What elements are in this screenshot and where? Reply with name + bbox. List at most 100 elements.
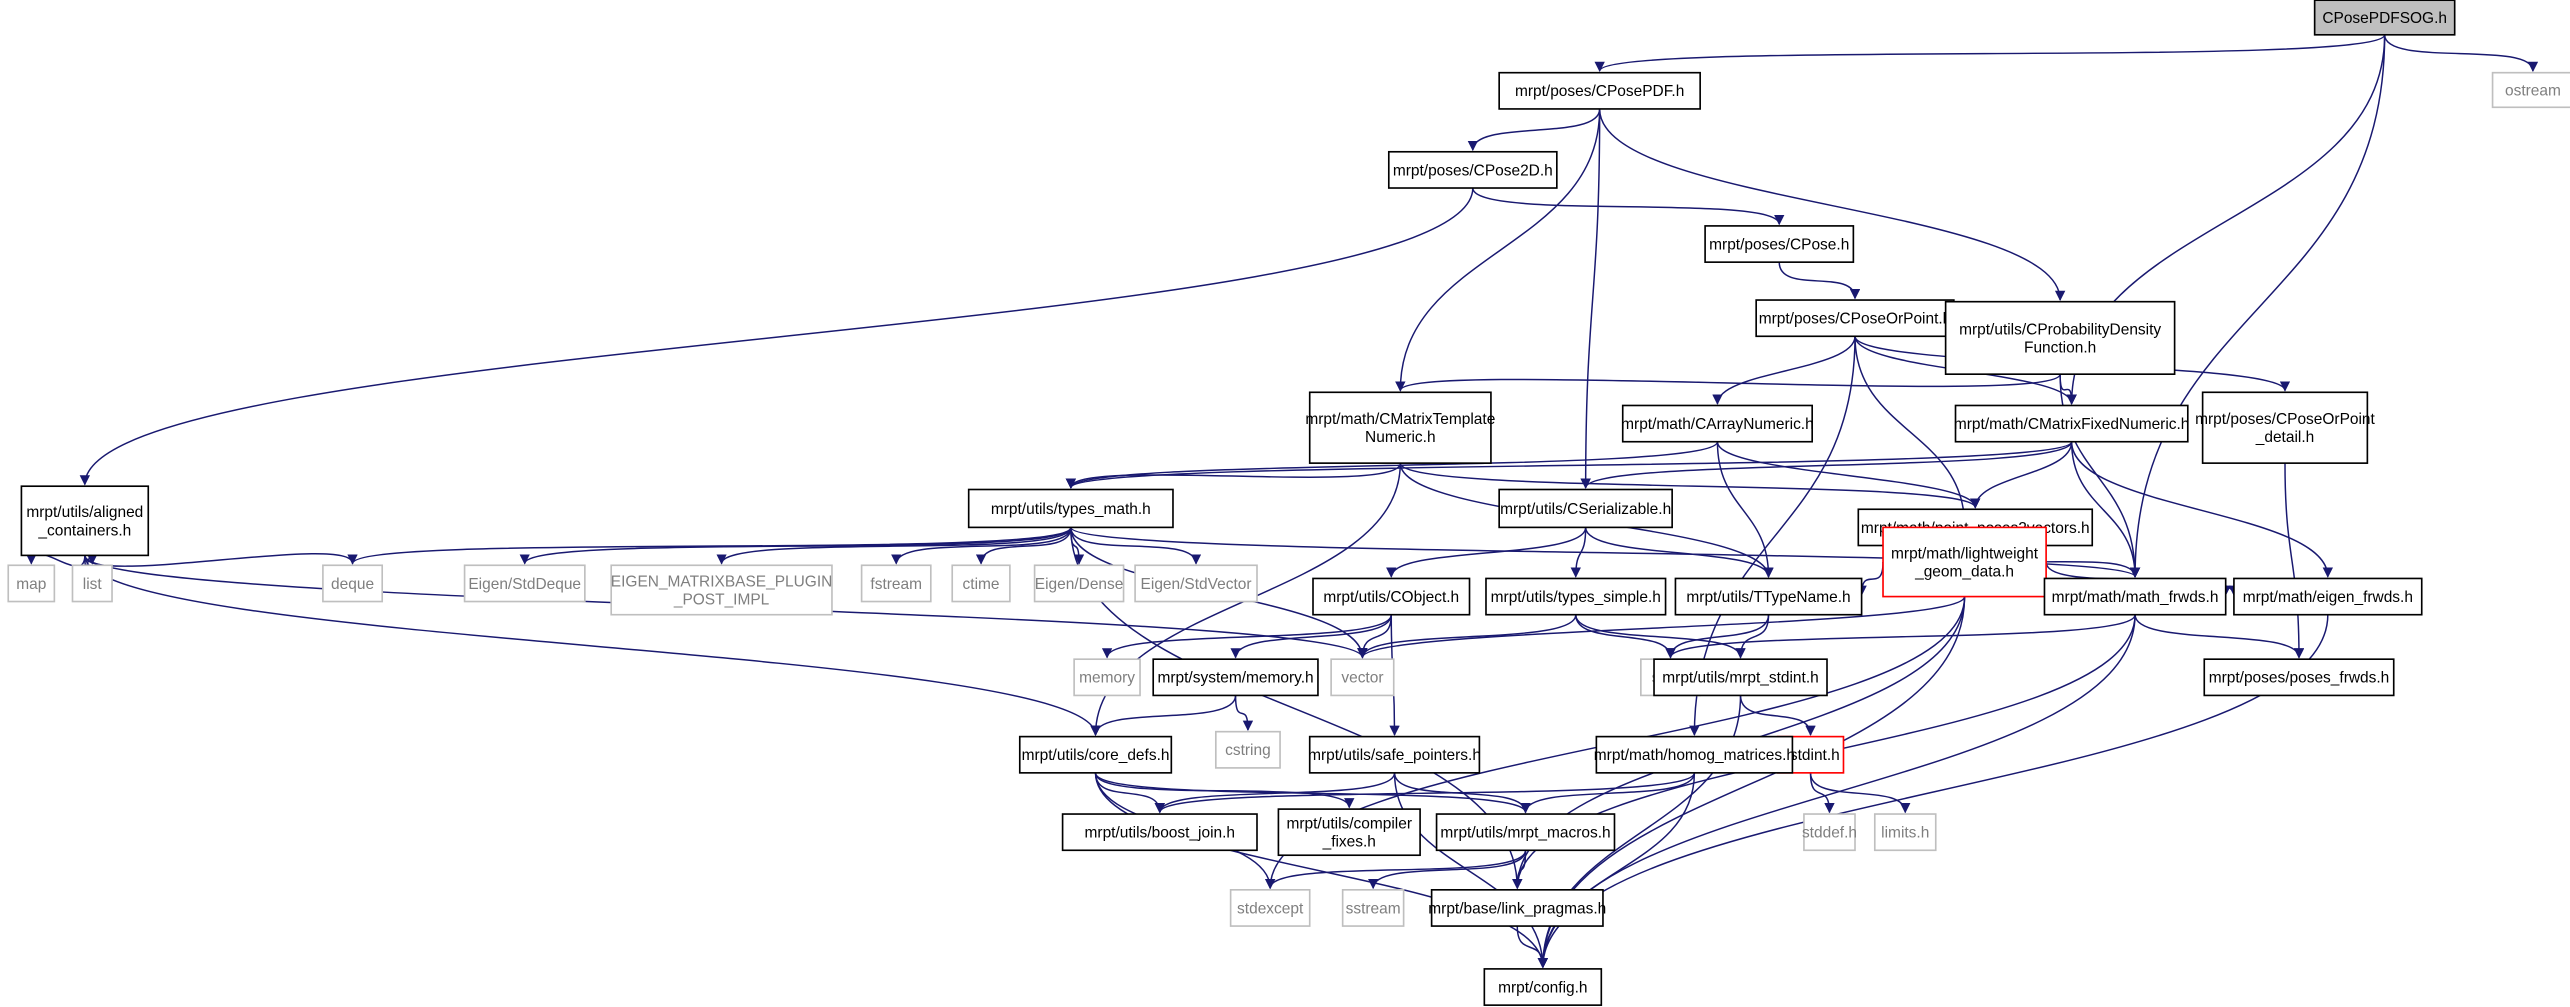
node-box	[322, 564, 384, 603]
node-CObject[interactable]: mrpt/utils/CObject.h	[1312, 577, 1471, 616]
edge-CSerializable-to-types_simple	[1570, 527, 1587, 578]
node-label: Function.h	[2024, 339, 2096, 356]
node-layer: CPosePDFSOG.h ostream mrpt/poses/CPosePDF.…	[7, 0, 2570, 1006]
node-sysmemory[interactable]: mrpt/system/memory.h	[1152, 658, 1319, 697]
node-ostream: ostream	[2491, 71, 2570, 109]
node-label: _containers.h	[37, 522, 131, 539]
node-box	[1498, 488, 1673, 529]
node-label: mrpt/math/CArrayNumeric.h	[1621, 416, 1814, 433]
node-box	[1018, 735, 1173, 774]
edge-root-to-math_frwds	[2129, 34, 2386, 578]
edge-CPose2D-to-aligned	[79, 188, 1474, 486]
node-mrpt_stdint[interactable]: mrpt/utils/mrpt_stdint.h	[1653, 658, 1828, 697]
edge-CSerializable-to-CObject	[1386, 527, 1587, 578]
node-box	[1214, 730, 1281, 769]
node-box	[1755, 299, 1955, 338]
edge-types_math-to-EPLUGIN	[716, 527, 1072, 565]
node-box	[1485, 577, 1667, 616]
node-box	[2233, 577, 2423, 616]
edge-CMatFN-to-CSerializable	[1580, 441, 2073, 489]
node-label: mrpt/utils/core_defs.h	[1022, 747, 1170, 764]
edge-mrpt_macros-to-stdexcept	[1265, 850, 1527, 890]
node-label: stdexcept	[1237, 900, 1304, 917]
node-CMatFN[interactable]: mrpt/math/CMatrixFixedNumeric.h	[1954, 404, 2190, 443]
edge-safe_pointers-to-config	[1393, 772, 1548, 969]
node-label: mrpt/utils/aligned	[26, 504, 143, 521]
node-box	[951, 564, 1011, 603]
node-label: mrpt/utils/TTypeName.h	[1686, 589, 1850, 606]
node-CPose[interactable]: mrpt/poses/CPose.h	[1704, 225, 1855, 263]
edge-lwgeom-to-TTypeName	[1856, 561, 1884, 596]
node-box	[1621, 404, 1814, 443]
edge-pstdint-to-stddef	[1809, 772, 1835, 814]
node-CArrayNumeric[interactable]: mrpt/math/CArrayNumeric.h	[1621, 404, 1814, 443]
edge-aligned-to-map	[26, 553, 86, 567]
node-box	[1498, 71, 1701, 110]
node-label: _POST_IMPL	[673, 591, 770, 608]
node-box	[20, 485, 150, 557]
node-label: cstring	[1225, 742, 1271, 759]
node-aligned[interactable]: mrpt/utils/aligned_containers.h	[20, 485, 150, 557]
edge-CPoseOrPoint-to-lwgeom	[1854, 336, 1970, 527]
edge-CPosePDF-to-CSerializable	[1580, 108, 1601, 489]
node-CPosePDF[interactable]: mrpt/poses/CPosePDF.h	[1498, 71, 1701, 110]
edge-CPose2D-to-CPose	[1472, 187, 1785, 226]
node-box	[1033, 564, 1125, 603]
node-box	[967, 488, 1174, 529]
node-CSerializable[interactable]: mrpt/utils/CSerializable.h	[1498, 488, 1673, 529]
node-box	[1803, 813, 1856, 852]
node-root[interactable]: CPosePDFSOG.h	[2313, 0, 2456, 36]
node-eigen_frwds[interactable]: mrpt/math/eigen_frwds.h	[2233, 577, 2423, 616]
edge-aligned-to-core_defs	[84, 555, 1101, 737]
node-TTypeName[interactable]: mrpt/utils/TTypeName.h	[1674, 577, 1863, 616]
node-label: mrpt/utils/compiler	[1286, 816, 1412, 833]
node-box	[1229, 889, 1311, 927]
node-safe_pointers[interactable]: mrpt/utils/safe_pointers.h	[1308, 735, 1481, 774]
node-label: mrpt/math/CMatrixTemplate	[1305, 411, 1495, 428]
node-label: mrpt/poses/CPose2D.h	[1393, 162, 1553, 179]
node-config[interactable]: mrpt/config.h	[1483, 968, 1603, 1006]
node-compiler_fixes[interactable]: mrpt/utils/compiler_fixes.h	[1277, 808, 1421, 857]
node-label: mrpt/config.h	[1498, 979, 1587, 996]
node-label: mrpt/poses/CPosePDF.h	[1515, 83, 1684, 100]
edge-types_math-to-ctime	[975, 527, 1072, 565]
edge-CMatTN-to-pp2v	[1399, 462, 1981, 509]
node-poses_frwds[interactable]: mrpt/poses/poses_frwds.h	[2203, 658, 2395, 697]
node-types_math[interactable]: mrpt/utils/types_math.h	[967, 488, 1174, 529]
node-label: _fixes.h	[1322, 834, 1376, 851]
node-label: mrpt/utils/CSerializable.h	[1500, 501, 1671, 518]
node-box	[1435, 813, 1616, 852]
node-box	[1073, 658, 1141, 697]
node-box	[1308, 735, 1481, 774]
node-lwgeom[interactable]: mrpt/math/lightweight_geom_data.h	[1882, 526, 2047, 598]
node-label: deque	[331, 576, 374, 593]
edge-math_frwds-to-poses_frwds	[2134, 614, 2305, 659]
node-mrpt_macros[interactable]: mrpt/utils/mrpt_macros.h	[1435, 813, 1616, 852]
edge-CPosePDF-to-CMatTN	[1395, 108, 1601, 392]
node-math_frwds[interactable]: mrpt/math/math_frwds.h	[2043, 577, 2227, 616]
node-label: mrpt/base/link_pragmas.h	[1428, 900, 1606, 917]
node-CPoseOrPoint[interactable]: mrpt/poses/CPoseOrPoint.h	[1755, 299, 1955, 338]
node-core_defs[interactable]: mrpt/utils/core_defs.h	[1018, 735, 1173, 774]
node-types_simple[interactable]: mrpt/utils/types_simple.h	[1485, 577, 1667, 616]
node-limits: limits.h	[1873, 813, 1937, 852]
node-label: mrpt/math/eigen_frwds.h	[2243, 589, 2413, 606]
edge-CObject-to-memory	[1101, 614, 1393, 659]
edge-sysmemory-to-cstring	[1234, 695, 1254, 732]
node-CPoPdetail[interactable]: mrpt/poses/CPoseOrPoint_detail.h	[2195, 391, 2376, 464]
node-boost_join[interactable]: mrpt/utils/boost_join.h	[1061, 813, 1258, 852]
edge-CArrayNumeric-to-types_math	[1065, 441, 1719, 489]
node-sstream: sstream	[1341, 889, 1405, 927]
edge-types_simple-to-mrpt_stdint	[1575, 614, 1746, 659]
node-label: Eigen/Dense	[1035, 576, 1124, 593]
node-homog[interactable]: mrpt/math/homog_matrices.h	[1594, 735, 1795, 774]
edge-safe_pointers-to-boost_join	[1154, 772, 1396, 814]
node-label: stddef.h	[1802, 825, 1857, 842]
node-link_pragmas[interactable]: mrpt/base/link_pragmas.h	[1428, 889, 1606, 927]
node-label: list	[83, 576, 103, 593]
node-label: _geom_data.h	[1914, 563, 2014, 580]
node-CPose2D[interactable]: mrpt/poses/CPose2D.h	[1387, 150, 1558, 189]
